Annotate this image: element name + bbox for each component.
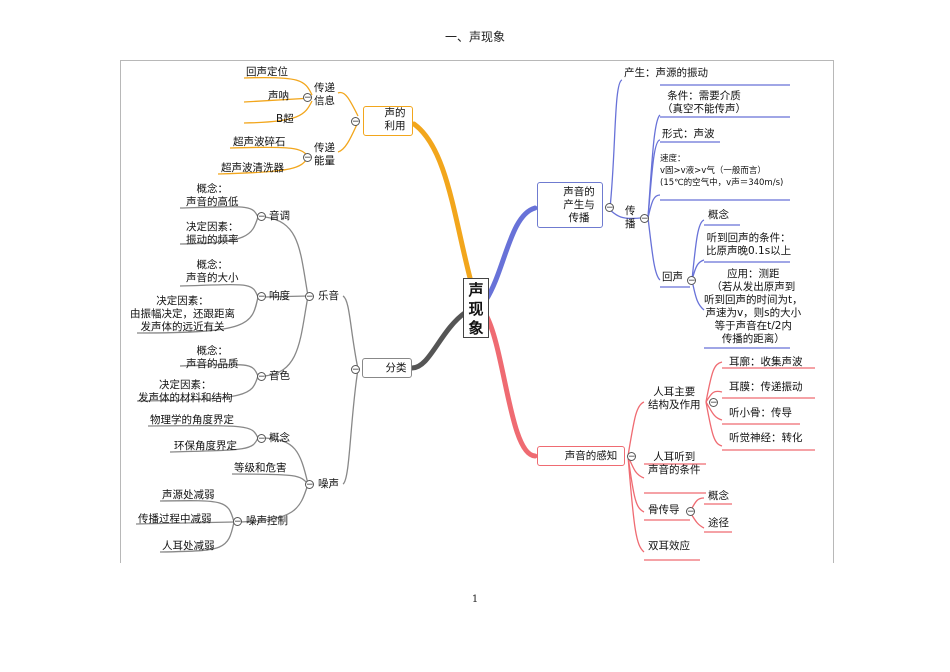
node-noise[interactable]: 噪声 xyxy=(318,478,339,490)
toggle-sound-perception[interactable]: − xyxy=(627,452,636,462)
leaf-b-ultrasound[interactable]: B超 xyxy=(276,113,294,125)
toggle-noise-control[interactable]: − xyxy=(233,517,242,527)
node-sound-perception[interactable]: 声音的感知 xyxy=(537,446,625,466)
branch-main-2 xyxy=(483,312,538,459)
node-timbre[interactable]: 音色 xyxy=(269,370,290,382)
leaf-echo-condition[interactable]: 听到回声的条件： 比原声晚0.1s以上 xyxy=(706,232,792,257)
leaf-production[interactable]: 产生：声源的振动 xyxy=(624,67,708,79)
toggle-noise[interactable]: − xyxy=(305,480,314,490)
leaf-pitch-concept[interactable]: 概念： 声音的高低 xyxy=(186,183,239,208)
toggle-loudness[interactable]: − xyxy=(257,292,266,302)
branch-main-4 xyxy=(411,121,479,303)
toggle-propagation[interactable]: − xyxy=(640,214,649,224)
node-transmit-energy[interactable]: 传递 能量 xyxy=(314,142,335,167)
leaf-propagation-form[interactable]: 形式：声波 xyxy=(662,128,715,140)
node-bone-conduction[interactable]: 骨传导 xyxy=(648,504,680,516)
leaf-pitch-factor[interactable]: 决定因素： 振动的频率 xyxy=(186,221,239,246)
leaf-auricle[interactable]: 耳廓：收集声波 xyxy=(729,356,803,368)
leaf-eardrum[interactable]: 耳膜：传递振动 xyxy=(729,381,803,393)
leaf-reduce-at-ear[interactable]: 人耳处减弱 xyxy=(162,540,215,552)
leaf-physics-definition[interactable]: 物理学的角度界定 xyxy=(150,414,234,426)
page-title: 一、声现象 xyxy=(444,30,505,44)
node-sound-use[interactable]: 声的 利用 xyxy=(363,106,413,136)
leaf-ossicles[interactable]: 听小骨：传导 xyxy=(729,407,792,419)
leaf-timbre-factor[interactable]: 决定因素： 发声体的材料和结构 xyxy=(138,379,233,404)
toggle-pitch[interactable]: − xyxy=(257,212,266,222)
leaf-loudness-factor[interactable]: 决定因素： 由振幅决定，还跟距离 发声体的远近有关 xyxy=(130,295,235,333)
toggle-noise-concept[interactable]: − xyxy=(257,434,266,444)
page-number: 1 xyxy=(471,594,479,605)
toggle-musical-sound[interactable]: − xyxy=(305,292,314,302)
node-ear-structure[interactable]: 人耳主要 结构及作用 xyxy=(648,386,701,411)
toggle-transmit-energy[interactable]: − xyxy=(303,153,312,163)
node-noise-concept[interactable]: 概念 xyxy=(269,432,290,444)
speed-line-3: (15℃的空气中，v声＝340m/s) xyxy=(660,178,784,188)
leaf-environmental-definition[interactable]: 环保角度界定 xyxy=(174,440,237,452)
speed-line-2: v固>v液>v气（一般而言） xyxy=(660,166,766,176)
leaf-reduce-in-transmission[interactable]: 传播过程中减弱 xyxy=(138,513,212,525)
node-production-propagation[interactable]: 声音的 产生与 传播 xyxy=(537,182,603,228)
node-noise-control[interactable]: 噪声控制 xyxy=(246,515,288,527)
branch-main-1 xyxy=(483,205,538,303)
mindmap-frame xyxy=(120,60,834,563)
leaf-propagation-condition[interactable]: 条件：需要介质 （真空不能传声） xyxy=(662,90,746,115)
leaf-echolocation[interactable]: 回声定位 xyxy=(246,66,288,78)
leaf-auditory-nerve[interactable]: 听觉神经：转化 xyxy=(729,432,803,444)
leaf-propagation-speed[interactable]: 速度： v固>v液>v气（一般而言） (15℃的空气中，v声＝340m/s) xyxy=(660,153,783,189)
node-transmit-info[interactable]: 传递 信息 xyxy=(314,82,335,107)
speed-line-1: 速度： xyxy=(660,154,686,164)
leaf-binaural-effect[interactable]: 双耳效应 xyxy=(648,540,690,552)
toggle-production-propagation[interactable]: − xyxy=(605,203,614,213)
toggle-ear-structure[interactable]: − xyxy=(709,398,718,408)
leaf-sonar[interactable]: 声呐 xyxy=(268,90,289,102)
node-classification[interactable]: 分类 xyxy=(362,358,412,378)
node-loudness[interactable]: 响度 xyxy=(269,290,290,302)
node-echo[interactable]: 回声 xyxy=(662,271,683,283)
toggle-sound-use[interactable]: − xyxy=(351,117,360,127)
leaf-echo-application[interactable]: 应用：测距 （若从发出原声到 听到回声的时间为t， 声速为v，则s的大小 等于声… xyxy=(704,268,803,345)
leaf-bone-pathway[interactable]: 途径 xyxy=(708,517,729,529)
leaf-bone-concept[interactable]: 概念 xyxy=(708,490,729,502)
leaf-loudness-concept[interactable]: 概念： 声音的大小 xyxy=(186,259,239,284)
node-pitch[interactable]: 音调 xyxy=(269,210,290,222)
leaf-hearing-condition[interactable]: 人耳听到 声音的条件 xyxy=(648,451,701,476)
leaf-lithotripsy[interactable]: 超声波碎石 xyxy=(233,136,286,148)
leaf-echo-concept[interactable]: 概念 xyxy=(708,209,729,221)
toggle-bone-conduction[interactable]: − xyxy=(686,507,695,517)
leaf-level-and-harm[interactable]: 等级和危害 xyxy=(234,462,287,474)
root-node[interactable]: 声现象 xyxy=(463,278,489,338)
branch-main-3 xyxy=(409,309,469,371)
node-musical-sound[interactable]: 乐音 xyxy=(318,290,339,302)
toggle-echo[interactable]: − xyxy=(687,276,696,286)
leaf-reduce-at-source[interactable]: 声源处减弱 xyxy=(162,489,215,501)
node-propagation[interactable]: 传 播 xyxy=(625,205,636,230)
toggle-timbre[interactable]: − xyxy=(257,372,266,382)
leaf-timbre-concept[interactable]: 概念： 声音的品质 xyxy=(186,345,239,370)
toggle-classification[interactable]: − xyxy=(351,365,360,375)
leaf-ultrasonic-cleaner[interactable]: 超声波清洗器 xyxy=(221,162,284,174)
toggle-transmit-info[interactable]: − xyxy=(303,93,312,103)
